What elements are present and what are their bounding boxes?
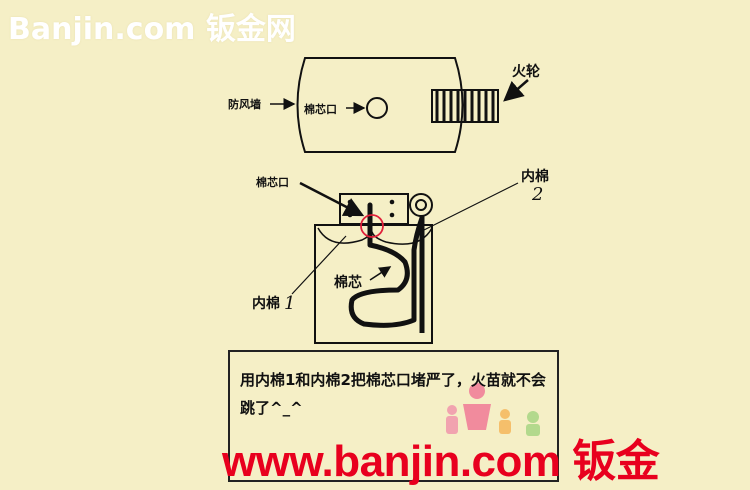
arrow-wick <box>369 266 392 281</box>
label-inner-cotton-2-number: 2 <box>531 184 543 205</box>
flint-wheel-side <box>409 193 433 217</box>
pointer-inner-cotton-1 <box>291 235 347 295</box>
label-wick-opening-side: 棉芯口 <box>256 175 289 189</box>
arrow-wick-opening-side <box>299 181 365 217</box>
label-inner-cotton-1-number: 1 <box>284 293 295 314</box>
label-inner-cotton-2: 内棉 <box>521 168 549 185</box>
note-text: 用内棉1和内棉2把棉芯口堵严了，火苗就不会跳了^_^ <box>240 371 546 417</box>
wick-hole-circle <box>366 97 388 119</box>
label-flint-wheel: 火轮 <box>512 63 540 80</box>
wick <box>348 202 425 328</box>
label-wick: 棉芯 <box>334 274 362 291</box>
wick-opening-highlight <box>360 214 384 238</box>
label-wick-opening-top: 棉芯口 <box>304 102 337 116</box>
watermark-top: Banjin.com 钣金网 <box>8 12 296 47</box>
chimney <box>339 193 409 225</box>
flint-wheel-top <box>431 89 499 123</box>
label-inner-cotton-1: 内棉 <box>252 295 280 312</box>
watermark-bottom: www.banjin.com 钣金 <box>222 437 660 486</box>
arrow-flint-wheel <box>503 79 529 102</box>
lighter-top-outline <box>296 57 464 153</box>
pointer-inner-cotton-2 <box>419 182 519 233</box>
people-logo <box>446 383 540 436</box>
label-windwall: 防风墙 <box>228 97 261 111</box>
note-box: 用内棉1和内棉2把棉芯口堵严了，火苗就不会跳了^_^ <box>228 350 559 482</box>
